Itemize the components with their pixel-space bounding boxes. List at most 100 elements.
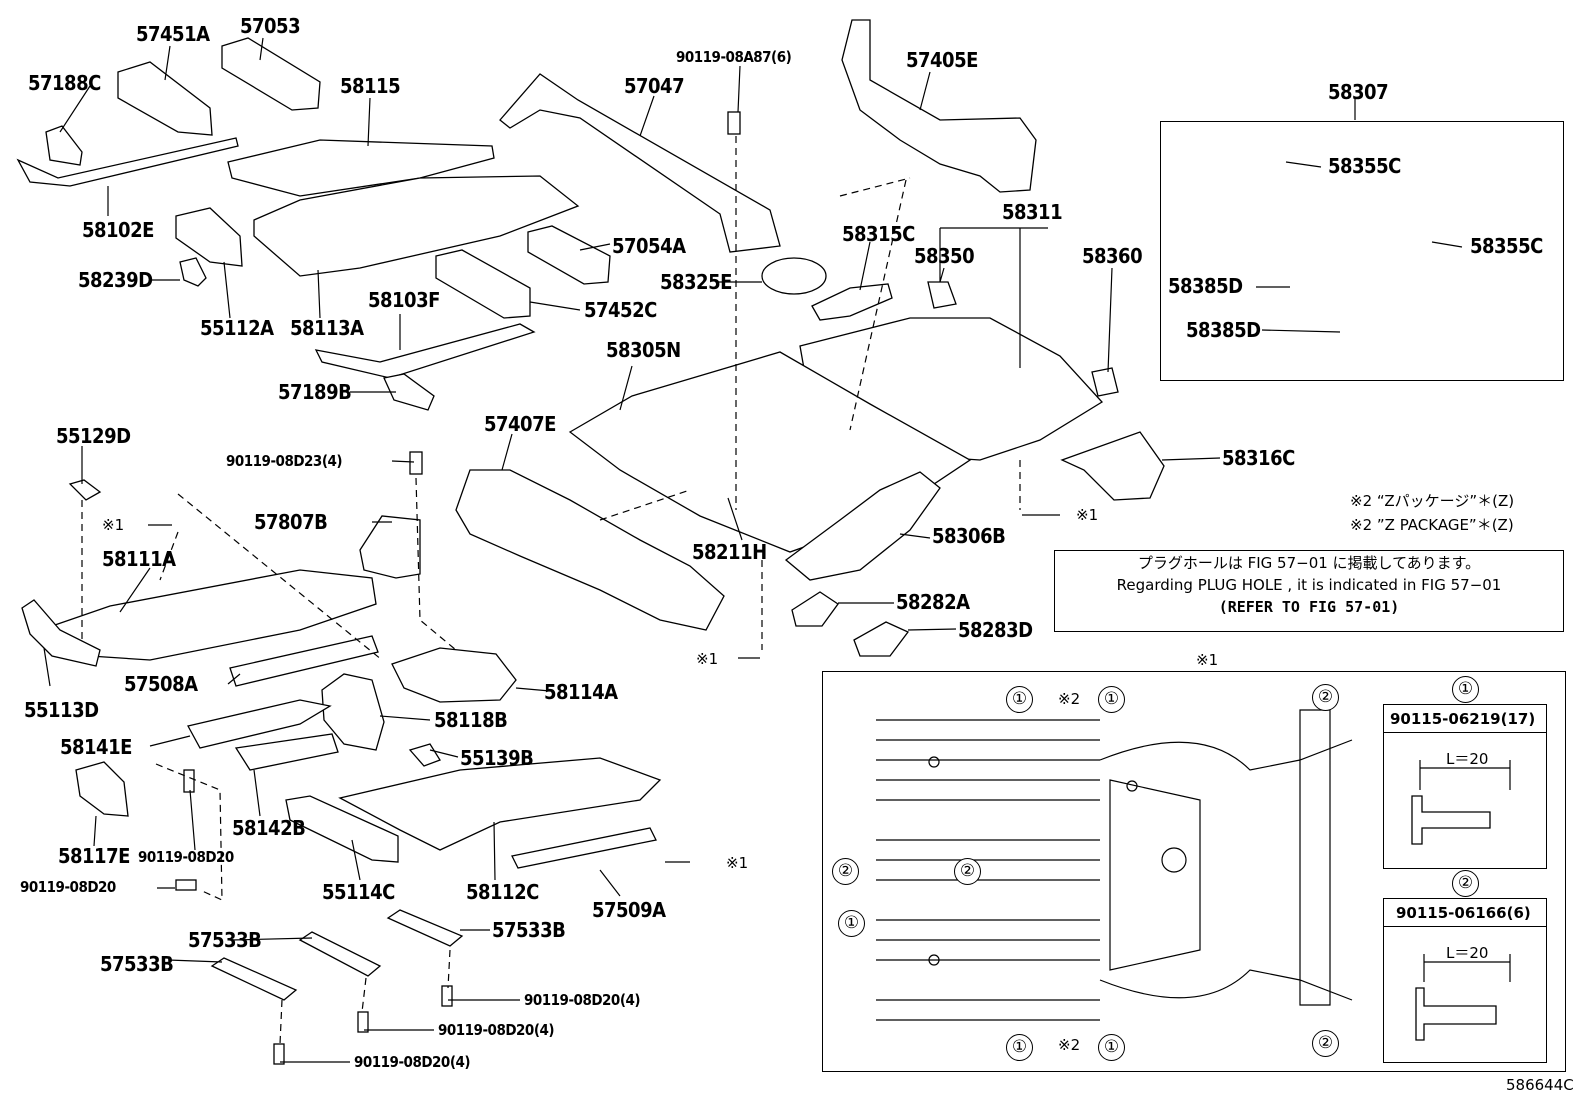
- label-90119-08D20-a: 90119-08D20: [138, 848, 234, 866]
- part-58325E-shape: [761, 257, 827, 295]
- label-58350: 58350: [914, 244, 975, 268]
- detail-marker-1: ①: [1006, 686, 1033, 713]
- part-58360-shape: [1091, 367, 1119, 397]
- label-57189B: 57189B: [278, 380, 352, 404]
- part-55113D-shape: [21, 599, 101, 667]
- part-55129D-shape: [68, 479, 102, 501]
- label-58103F: 58103F: [368, 288, 440, 312]
- bolt-2-dimension: [1423, 954, 1511, 982]
- label-55112A: 55112A: [200, 316, 274, 340]
- part-57807B-shape: [359, 515, 421, 579]
- part-57508A-shape: [229, 635, 379, 687]
- label-57451A: 57451A: [136, 22, 210, 46]
- bolt-2-marker: ②: [1452, 870, 1479, 897]
- part-55114C-shape: [285, 795, 399, 863]
- part-58350-shape: [927, 281, 957, 309]
- label-58305N: 58305N: [606, 338, 681, 362]
- part-58111A-shape: [50, 569, 377, 661]
- label-55129D: 55129D: [56, 424, 131, 448]
- label-58111A: 58111A: [102, 547, 176, 571]
- z-package-note-jp: ※2 “Zパッケージ”＊(Z): [1350, 492, 1515, 510]
- label-58117E: 58117E: [58, 844, 130, 868]
- detail-mark-x2-top: ※2: [1058, 690, 1081, 708]
- label-58311: 58311: [1002, 200, 1063, 224]
- label-58360: 58360: [1082, 244, 1143, 268]
- label-55139B: 55139B: [460, 746, 534, 770]
- bolt-1-length: L＝20: [1446, 750, 1489, 768]
- detail-x1-frame: [822, 671, 1566, 1072]
- bolt-2-title: 90115-06166(6): [1396, 904, 1531, 922]
- label-57407E: 57407E: [484, 412, 556, 436]
- part-58282A-shape: [791, 591, 839, 627]
- bolt-shape: [357, 1011, 369, 1033]
- label-58114A: 58114A: [544, 680, 618, 704]
- mark-x1: ※1: [102, 516, 125, 534]
- label-58141E: 58141E: [60, 735, 132, 759]
- label-57452C: 57452C: [584, 298, 657, 322]
- part-58112C-shape: [338, 757, 662, 851]
- detail-hole: [928, 756, 940, 768]
- bolt-1-marker: ①: [1452, 676, 1479, 703]
- plug-hole-note: プラグホールは FIG 57−01 に掲載してあります。 Regarding P…: [1054, 552, 1564, 618]
- part-57451A-shape: [117, 61, 213, 136]
- part-57189B-shape: [383, 373, 435, 411]
- part-55139B-shape: [408, 743, 441, 767]
- label-58115: 58115: [340, 74, 401, 98]
- bolt-2-length: L＝20: [1446, 944, 1489, 962]
- bolt-1-title: 90115-06219(17): [1390, 710, 1536, 728]
- part-58115-shape: [227, 139, 495, 197]
- plug-hole-note-jp: プラグホールは FIG 57−01 に掲載してあります。: [1137, 554, 1481, 572]
- part-58114A-shape: [391, 647, 517, 703]
- part-57047-shape: [499, 73, 781, 253]
- panel-58307-frame: [1160, 121, 1564, 381]
- label-57053: 57053: [240, 14, 301, 38]
- bolt-shape: [441, 985, 453, 1007]
- bolt-shape: [273, 1043, 285, 1065]
- detail-frame-drawing: [876, 709, 1353, 1021]
- plate-57533B-b-shape: [298, 931, 382, 977]
- detail-hole: [1126, 780, 1138, 792]
- detail-marker-1: ①: [1098, 1034, 1125, 1061]
- plate-57533B-a-shape: [210, 957, 298, 1001]
- label-57807B: 57807B: [254, 510, 328, 534]
- label-57533B-b: 57533B: [188, 928, 262, 952]
- label-57188C: 57188C: [28, 71, 101, 95]
- bolt-2-frame: [1383, 898, 1547, 1063]
- part-58102E-shape: [16, 137, 239, 187]
- part-57188C-shape: [45, 125, 83, 166]
- label-58282A: 58282A: [896, 590, 970, 614]
- leader-lines: [43, 37, 1463, 1063]
- part-57054A-shape: [527, 225, 611, 285]
- part-58306B-shape: [784, 471, 941, 581]
- label-58385D-a: 58385D: [1168, 274, 1243, 298]
- part-57053-shape: [221, 37, 321, 111]
- label-58118B: 58118B: [434, 708, 508, 732]
- detail-hole: [1161, 847, 1187, 873]
- label-90119-08D20-b: 90119-08D20: [20, 878, 116, 896]
- part-58142B-shape: [234, 733, 339, 771]
- label-58325E: 58325E: [660, 270, 732, 294]
- bolt-shape: [175, 879, 197, 891]
- label-58142B: 58142B: [232, 816, 306, 840]
- label-55113D: 55113D: [24, 698, 99, 722]
- bolt-2-divider: [1383, 926, 1547, 927]
- part-57407E-shape: [455, 469, 725, 631]
- label-58307: 58307: [1328, 80, 1389, 104]
- part-58113A-shape: [253, 175, 580, 277]
- label-90119-08D23: 90119-08D23(4): [226, 452, 343, 470]
- dashed-guides: [81, 136, 1021, 1045]
- mark-x1: ※1: [726, 854, 749, 872]
- detail-marker-1: ①: [838, 910, 865, 937]
- label-58355C-a: 58355C: [1328, 154, 1401, 178]
- bolt-shape: [183, 769, 195, 793]
- part-57405E-shape: [841, 19, 1037, 193]
- bolt-1-divider: [1383, 732, 1547, 733]
- part-58283D-shape: [853, 621, 910, 657]
- bolt-shape: [409, 451, 423, 475]
- part-58239D-shape: [179, 257, 207, 287]
- label-58306B: 58306B: [932, 524, 1006, 548]
- label-58239D: 58239D: [78, 268, 153, 292]
- label-90119-08D20-4c: 90119-08D20(4): [354, 1053, 471, 1071]
